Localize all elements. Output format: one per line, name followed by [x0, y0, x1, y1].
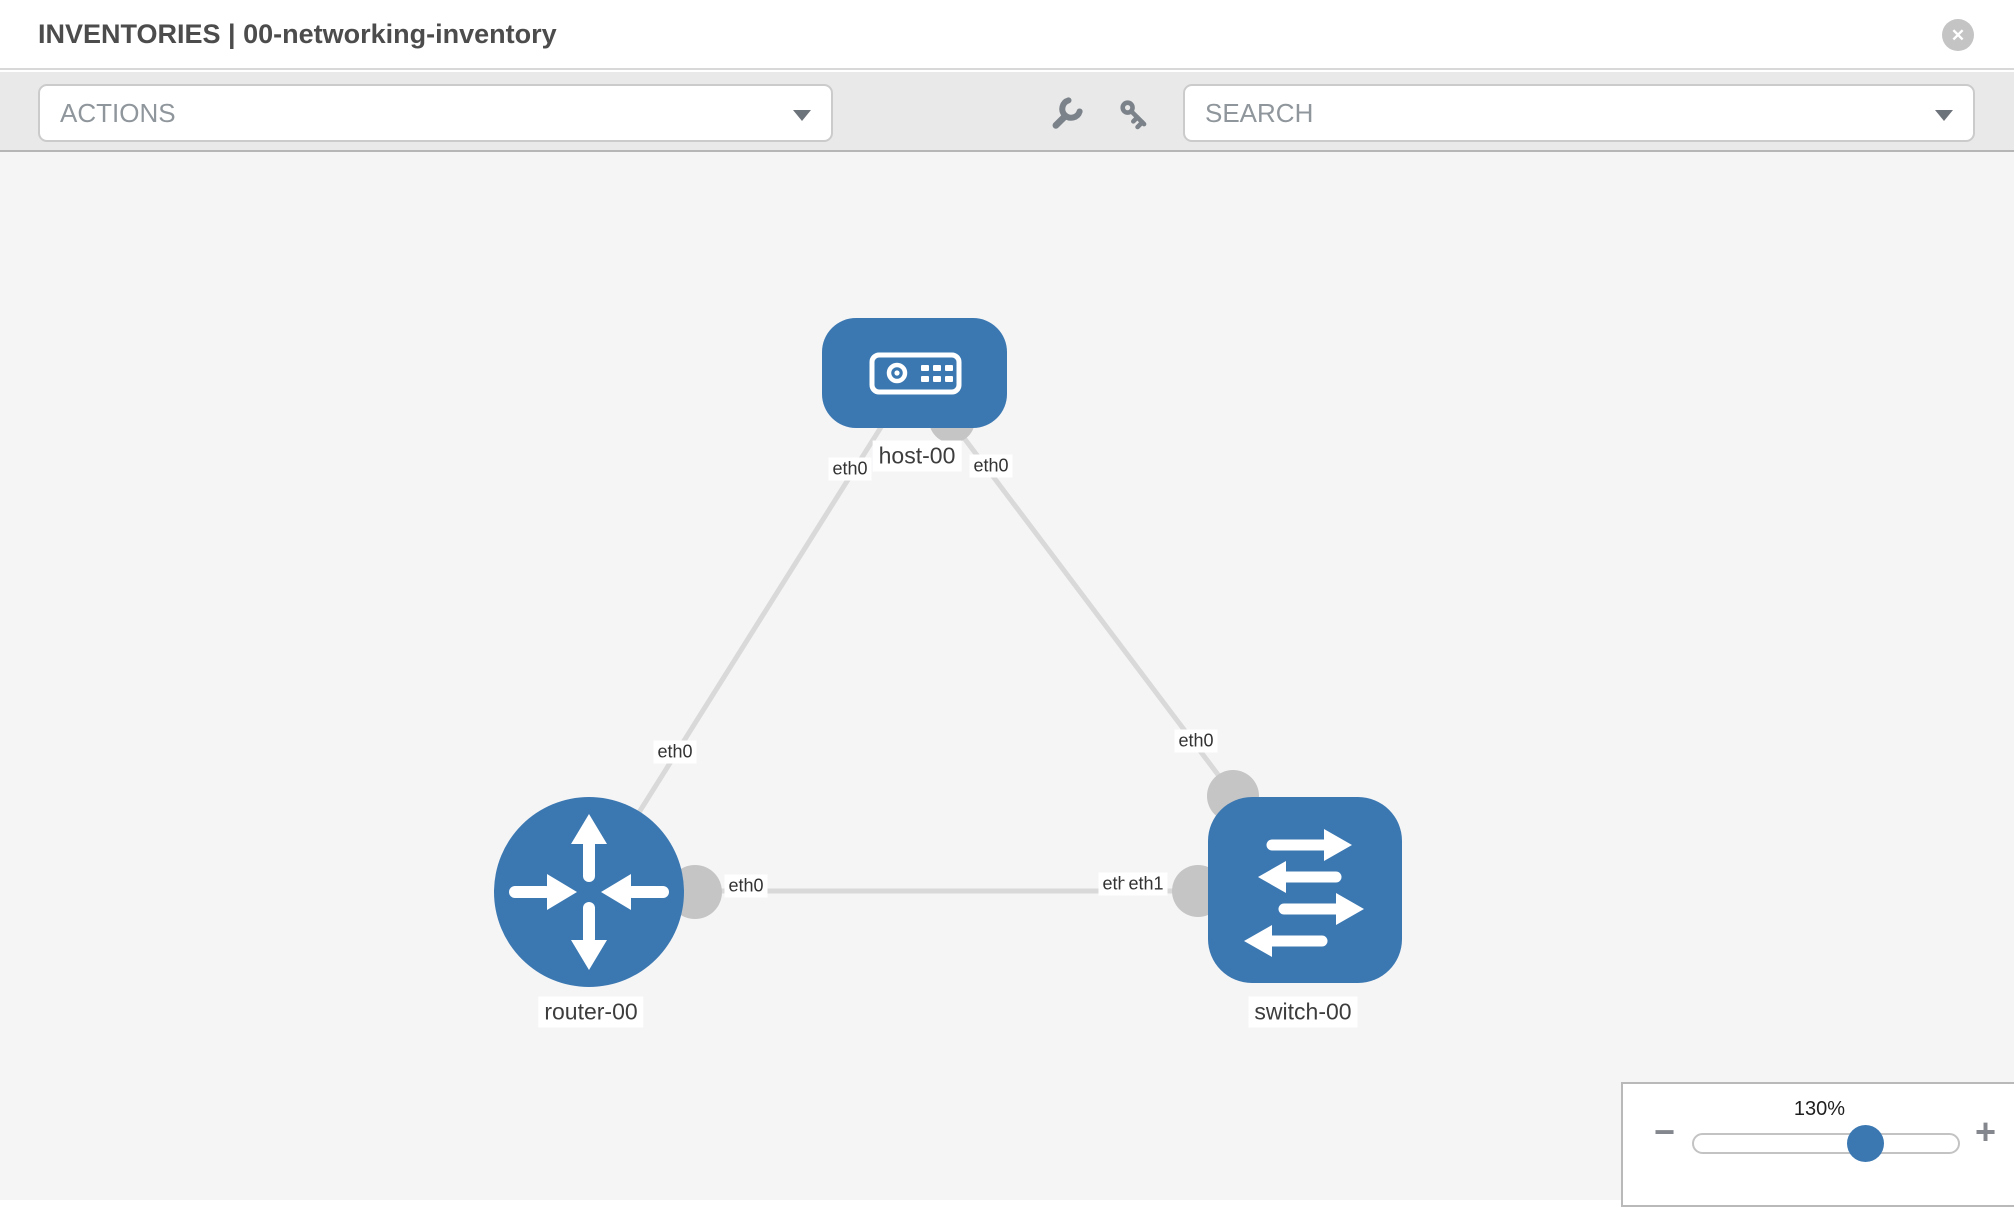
search-select[interactable]: SEARCH — [1183, 84, 1975, 142]
iface-label-router-to-host: eth0 — [653, 740, 697, 764]
header: INVENTORIES | 00-networking-inventory ✕ — [0, 0, 2014, 70]
node-host-00[interactable] — [822, 318, 1007, 428]
zoom-in-button[interactable]: + — [1975, 1111, 1997, 1152]
zoom-panel: 130% − + — [1621, 1082, 2014, 1207]
key-icon — [1120, 100, 1147, 130]
iface-label-switch-to-host: eth0 — [1174, 729, 1218, 753]
node-router-00[interactable] — [494, 797, 684, 987]
server-icon — [869, 352, 962, 395]
zoom-out-button[interactable]: − — [1654, 1111, 1676, 1152]
credentials-button[interactable] — [1114, 94, 1154, 134]
iface-label-switch-to-router-front: eth1 — [1124, 872, 1168, 896]
node-label-switch: switch-00 — [1248, 996, 1358, 1028]
search-placeholder: SEARCH — [1205, 97, 1314, 128]
router-arrows-icon — [509, 814, 669, 970]
actions-select[interactable]: ACTIONS — [38, 84, 833, 142]
chevron-down-icon — [1935, 110, 1953, 121]
topology-canvas[interactable] — [0, 152, 2014, 1200]
configure-button[interactable] — [1046, 94, 1086, 134]
close-icon: ✕ — [1950, 25, 1966, 45]
wrench-icon — [1052, 97, 1083, 129]
node-label-router: router-00 — [538, 996, 644, 1028]
actions-select-label: ACTIONS — [60, 97, 176, 128]
node-switch-00[interactable] — [1208, 797, 1402, 983]
close-button[interactable]: ✕ — [1942, 19, 1974, 51]
toolbar: ACTIONS SEARCH — [0, 72, 2014, 152]
zoom-slider-track[interactable] — [1692, 1133, 1960, 1154]
chevron-down-icon — [793, 110, 811, 121]
interface-endpoints — [668, 397, 1259, 919]
iface-label-router-to-switch: eth0 — [724, 874, 768, 898]
iface-label-host-to-switch: eth0 — [969, 454, 1013, 478]
switch-arrows-icon — [1244, 829, 1364, 957]
node-label-host: host-00 — [872, 440, 962, 472]
zoom-slider-knob[interactable] — [1847, 1125, 1884, 1162]
iface-label-host-to-router: eth0 — [828, 457, 872, 481]
zoom-level-text: 130% — [1793, 1098, 1846, 1120]
page-title: INVENTORIES | 00-networking-inventory — [38, 18, 557, 49]
